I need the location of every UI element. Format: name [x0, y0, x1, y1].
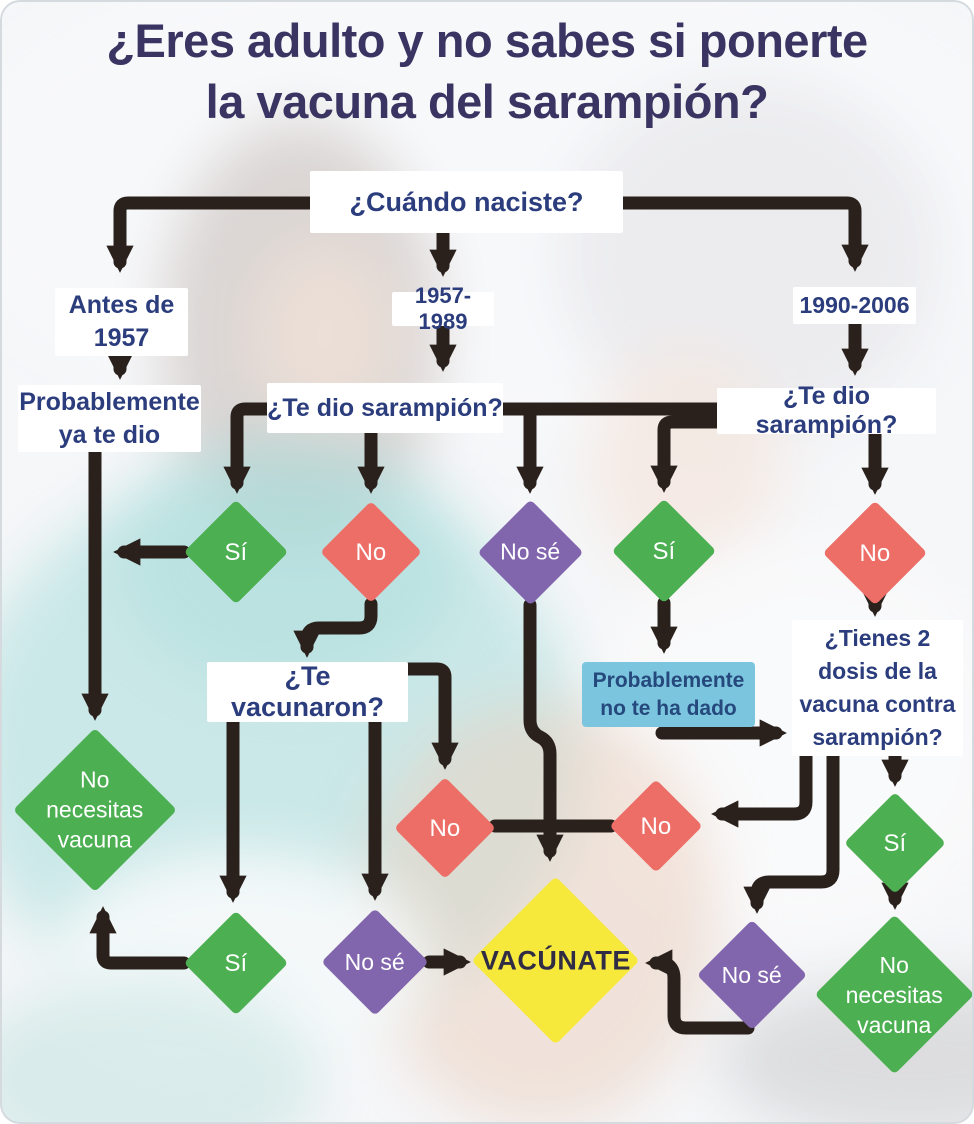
branch-1990-2006-text: 1990-2006: [799, 292, 910, 318]
answer-dontknow-label: No sé: [500, 539, 561, 565]
answer-dontknow-label: No sé: [344, 948, 406, 975]
question-two-doses-line3: vacuna contra: [799, 691, 956, 717]
answer-no-label: No: [355, 538, 387, 566]
wire-twodoses-to-dontknow: [743, 749, 840, 914]
wire-birth-to-19902006: [616, 196, 869, 272]
answer-no-label: No: [640, 812, 672, 840]
note-probably-had-measles: Probablemente ya te dio: [18, 385, 201, 452]
answer-yes-label: Sí: [224, 538, 248, 566]
answer-yes-label: Sí: [224, 949, 248, 977]
wire-dontknow3-to-vaccinate: [645, 949, 755, 1035]
answer-no-label: No: [859, 539, 891, 567]
page-title-line2: la vacuna del sarampión?: [205, 75, 769, 128]
note-probably-had-line1: Probablemente: [19, 387, 200, 416]
wire-measlesright-to-yes: [650, 415, 724, 493]
wire-vaccinated-to-no: [401, 662, 459, 770]
note-probably-had-line2: ya te dio: [58, 420, 161, 449]
question-when-born-text: ¿Cuándo naciste?: [349, 186, 584, 217]
answer-yes-label: Sí: [652, 537, 676, 565]
no-need-line2: necesitas: [46, 796, 144, 823]
wire-twodoses-to-no: [711, 749, 813, 828]
question-had-measles-mid: ¿Te dio sarampión?: [267, 383, 503, 433]
wire-group: [81, 196, 909, 1035]
branch-before-line2: 1957: [93, 324, 150, 352]
branch-before-line1: Antes de: [68, 291, 175, 319]
answer-yes-label: Sí: [883, 829, 907, 857]
no-need-line3: vacuna: [857, 1011, 932, 1038]
question-when-born: ¿Cuándo naciste?: [310, 171, 623, 233]
question-were-you-vaccinated-text: ¿Te vacunaron?: [230, 661, 385, 722]
question-two-doses-line1: ¿Tienes 2: [824, 625, 931, 651]
wire-measlesmid-to-yes: [223, 402, 274, 494]
question-two-doses: ¿Tienes 2 dosis de la vacuna contra sara…: [792, 620, 963, 756]
note-probably-not-line2: no te ha dado: [600, 696, 737, 720]
question-two-doses-line4: sarampión?: [812, 724, 943, 750]
answer-no-label: No: [429, 814, 461, 842]
wire-no1-to-vaccinated: [293, 597, 378, 658]
no-need-line3: vacuna: [57, 826, 133, 853]
branch-1957-1989: 1957-1989: [392, 283, 494, 334]
page-title-line1: ¿Eres adulto y no sabes si ponerte: [106, 14, 868, 67]
branch-1990-2006: 1990-2006: [793, 287, 916, 324]
branch-before-1957: Antes de 1957: [55, 288, 188, 356]
question-two-doses-line2: dosis de la: [818, 658, 937, 684]
question-had-measles-mid-text: ¿Te dio sarampión?: [267, 393, 503, 422]
question-had-measles-right-text: ¿Te dio sarampión?: [755, 382, 898, 439]
result-no-vaccine-needed-text: No necesitas vacuna: [846, 949, 943, 1039]
wire-yes4-to-noneed: [89, 906, 191, 970]
note-probably-not-had: Probablemente no te ha dado: [582, 662, 755, 727]
branch-1957-1989-text: 1957-1989: [414, 283, 472, 334]
no-need-line2: necesitas: [845, 981, 944, 1008]
question-had-measles-right: ¿Te dio sarampión?: [717, 382, 936, 439]
note-probably-not-line1: Probablemente: [592, 668, 745, 692]
wire-birth-to-before1957: [106, 196, 317, 273]
wire-dontknow1-to-vaccinate: [523, 598, 564, 862]
result-vaccinate-text: VACÚNATE: [480, 945, 631, 975]
no-need-line1: No: [80, 766, 110, 793]
page-title: ¿Eres adulto y no sabes si ponerte la va…: [0, 10, 974, 132]
no-need-line1: No: [879, 951, 910, 978]
answer-dontknow-label: No sé: [721, 961, 783, 988]
question-were-you-vaccinated: ¿Te vacunaron?: [207, 661, 408, 722]
result-no-vaccine-needed-text: No necesitas vacuna: [46, 765, 143, 855]
